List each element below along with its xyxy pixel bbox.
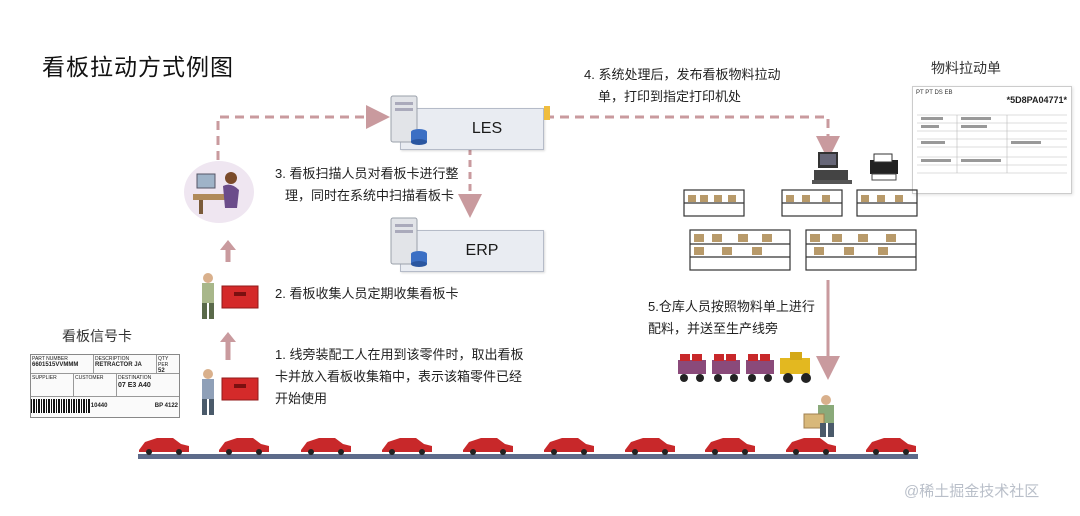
part-number-label: PART NUMBER	[32, 356, 68, 362]
collector-worker-icon	[202, 273, 259, 319]
qty: 52	[158, 368, 165, 374]
supplier-label: SUPPLIER	[31, 374, 74, 396]
car-7	[625, 438, 675, 452]
scanner-operator-icon	[184, 161, 254, 223]
arrow-les-to-printer	[545, 115, 840, 160]
part-number: 6601515VVMMM	[32, 362, 79, 368]
step-5-line-2: 配料，并送至生产线旁	[648, 321, 779, 336]
les-server-icon	[390, 95, 427, 145]
erp-server-icon	[390, 217, 427, 267]
step-3-line-1: 3. 看板扫描人员对看板卡进行整	[275, 166, 459, 181]
card-footer-code: BP 4122	[154, 403, 178, 409]
diagram-title: 看板拉动方式例图	[42, 54, 234, 80]
step-4-line-2: 单，打印到指定打印机处	[598, 89, 742, 104]
step-1-text: 1. 线旁装配工人在用到该零件时，取出看板 卡并放入看板收集箱中，表示该箱零件已…	[275, 344, 523, 410]
car-2	[219, 438, 269, 452]
car-5	[463, 438, 513, 452]
card-barcode	[31, 399, 90, 413]
qty-label: QTY PER	[158, 356, 169, 368]
assembly-line-cars	[139, 438, 916, 455]
description: RETRACTOR JA	[95, 362, 142, 368]
card-number: 10440	[90, 403, 108, 409]
car-1	[139, 438, 189, 452]
destination-label: DESTINATION	[118, 375, 152, 381]
arrow-scan-to-les	[216, 105, 390, 160]
step-1-line-3: 开始使用	[275, 391, 328, 406]
watermark: @稀土掘金技术社区	[904, 483, 1040, 500]
pull-sheet-table	[917, 114, 1067, 174]
line-worker-icon	[202, 369, 259, 415]
step-4-text: 4. 系统处理后，发布看板物料拉动 单，打印到指定打印机处	[584, 64, 780, 108]
pull-sheet-label: 物料拉动单	[931, 60, 1001, 76]
car-9	[786, 438, 836, 452]
step-2-text: 2. 看板收集人员定期收集看板卡	[275, 286, 459, 301]
pull-sheet: PT PT DS EB *5D8PA04771*	[912, 86, 1072, 194]
kanban-card-label: 看板信号卡	[62, 328, 132, 344]
step-4-line-1: 4. 系统处理后，发布看板物料拉动	[584, 67, 781, 82]
car-3	[301, 438, 351, 452]
customer-label: CUSTOMER	[74, 374, 117, 396]
erp-label: ERP	[465, 242, 499, 259]
car-4	[382, 438, 432, 452]
step-1-line-2: 卡并放入看板收集箱中，表示该箱零件已经	[275, 369, 523, 384]
step-1-line-1: 1. 线旁装配工人在用到该零件时，取出看板	[275, 347, 524, 362]
destination: 07 E3 A40	[118, 382, 151, 389]
car-10	[866, 438, 916, 452]
les-label: LES	[471, 120, 503, 137]
assembly-line-conveyor	[138, 454, 918, 459]
step-5-text: 5.仓库人员按照物料单上进行 配料，并送至生产线旁	[648, 296, 815, 340]
les-highlight	[544, 106, 550, 120]
description-label: DESCRIPTION	[95, 356, 130, 362]
pull-sheet-barcode-text: *5D8PA04771*	[1006, 95, 1067, 105]
tugger-train-icon	[678, 352, 811, 383]
warehouse-racks-icon	[683, 189, 918, 271]
warehouse-worker-icon	[803, 395, 834, 437]
car-8	[705, 438, 755, 452]
car-6	[544, 438, 594, 452]
step-3-line-2: 理，同时在系统中扫描看板卡	[285, 188, 455, 203]
pull-sheet-header-codes: PT PT DS EB	[916, 90, 953, 96]
step-5-line-1: 5.仓库人员按照物料单上进行	[648, 299, 815, 314]
step-3-text: 3. 看板扫描人员对看板卡进行整 理，同时在系统中扫描看板卡	[275, 163, 458, 207]
printer-workstation-icon	[812, 152, 898, 184]
kanban-card: PART NUMBER 6601515VVMMM DESCRIPTION RET…	[30, 354, 180, 418]
